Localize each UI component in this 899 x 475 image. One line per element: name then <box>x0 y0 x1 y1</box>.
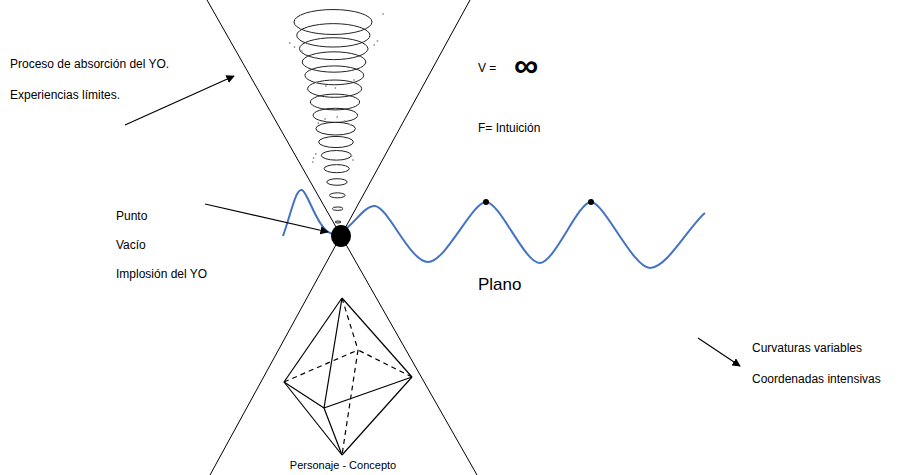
vortex-speck <box>294 46 296 48</box>
vortex-speck <box>382 13 384 15</box>
leader-arrow <box>698 338 740 366</box>
vortex-speck <box>336 116 338 118</box>
vortex-speck <box>351 155 353 157</box>
point-label: Punto <box>116 210 147 224</box>
vortex-speck <box>289 42 291 44</box>
vortex-speck <box>367 48 369 50</box>
vortex-ring <box>335 221 341 223</box>
vortex-speck <box>325 85 327 87</box>
point-label: Implosión del YO <box>116 268 207 282</box>
wave-dot <box>483 199 489 205</box>
vortex-speck <box>316 81 318 83</box>
leader-arrow <box>125 76 234 125</box>
vortex-ring <box>305 66 364 85</box>
wave-dot <box>588 199 594 205</box>
curve-label: Coordenadas intensivas <box>752 373 881 387</box>
cone-line <box>207 0 477 475</box>
vortex-speck <box>344 83 346 85</box>
vortex-speck <box>352 159 354 161</box>
void-point <box>331 225 351 247</box>
leader-arrow <box>205 204 328 232</box>
vortex-ring <box>316 122 356 135</box>
vortex-speck <box>377 40 379 42</box>
vortex-ring <box>297 24 370 47</box>
infinity-symbol: ∞ <box>514 46 538 85</box>
vortex-speck <box>315 153 317 155</box>
curve-label: Curvaturas variables <box>752 342 862 356</box>
vortex-speck <box>324 118 326 120</box>
plane-wave <box>283 190 705 268</box>
vortex-speck <box>353 79 355 81</box>
vortex-ring <box>313 108 357 122</box>
vortex-speck <box>350 124 352 126</box>
vortex-speck <box>301 50 303 52</box>
formula-text: F= Intuición <box>478 122 540 136</box>
note-text: Experiencias límites. <box>10 89 120 103</box>
cone-line <box>210 0 470 475</box>
plane-label: Plano <box>478 275 521 295</box>
vortex-ring <box>310 94 359 110</box>
vortex-ring <box>294 10 372 35</box>
vortex-ring <box>330 193 346 198</box>
vortex-ring <box>321 151 351 161</box>
octahedron <box>284 298 412 455</box>
figure-caption: Personaje - Concepto <box>290 459 396 472</box>
vortex-ring <box>332 207 343 210</box>
vortex-speck <box>317 122 319 124</box>
formula-text: V = <box>478 62 496 76</box>
vortex-speck <box>313 157 315 159</box>
vortex-speck <box>312 161 314 163</box>
point-label: Vacío <box>116 239 146 253</box>
vortex-ring <box>299 38 367 60</box>
note-text: Proceso de absorción del YO. <box>10 58 169 72</box>
vortex-ring <box>327 179 347 186</box>
vortex-speck <box>344 120 346 122</box>
vortex-speck <box>373 44 375 46</box>
vortex-speck <box>334 87 336 89</box>
vortex-ring <box>319 136 354 147</box>
vortex-ring <box>308 80 362 97</box>
vortex-ring <box>324 165 349 173</box>
